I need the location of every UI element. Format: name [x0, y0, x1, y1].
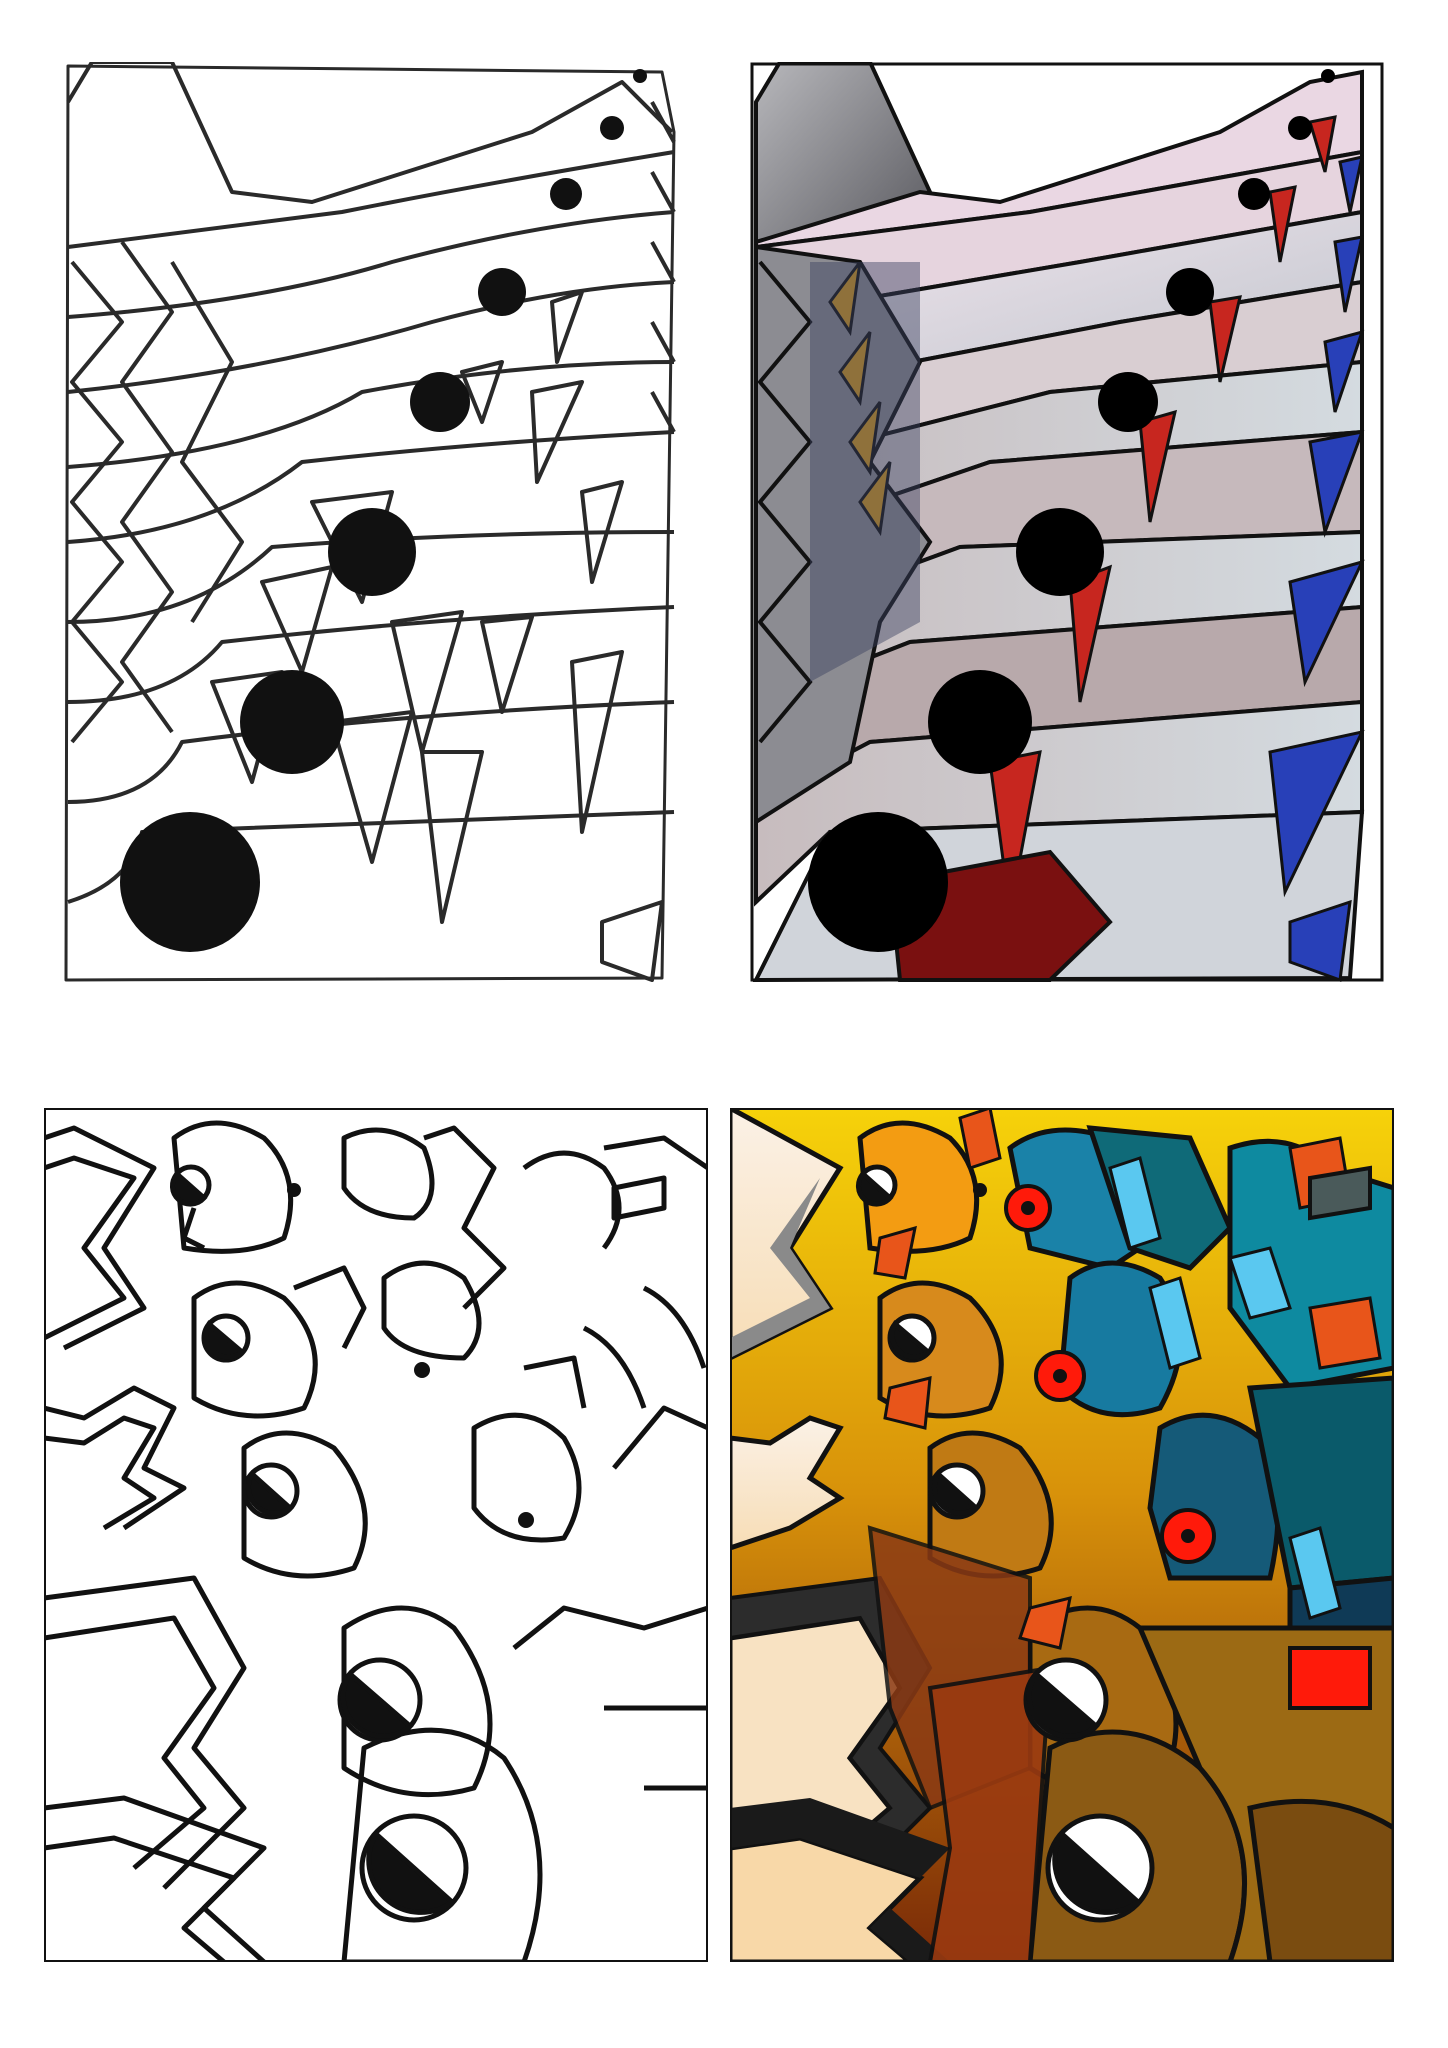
- line-art-birds-drawing: [62, 62, 694, 982]
- line-art-crowd-panel: [44, 1108, 708, 1962]
- colored-birds-drawing: [750, 62, 1384, 982]
- line-art-crowd-drawing: [44, 1108, 708, 1962]
- colored-crowd-panel: [730, 1108, 1394, 1962]
- line-art-birds-panel: [62, 62, 694, 982]
- colored-crowd-drawing: [730, 1108, 1394, 1962]
- colored-birds-panel: [750, 62, 1384, 982]
